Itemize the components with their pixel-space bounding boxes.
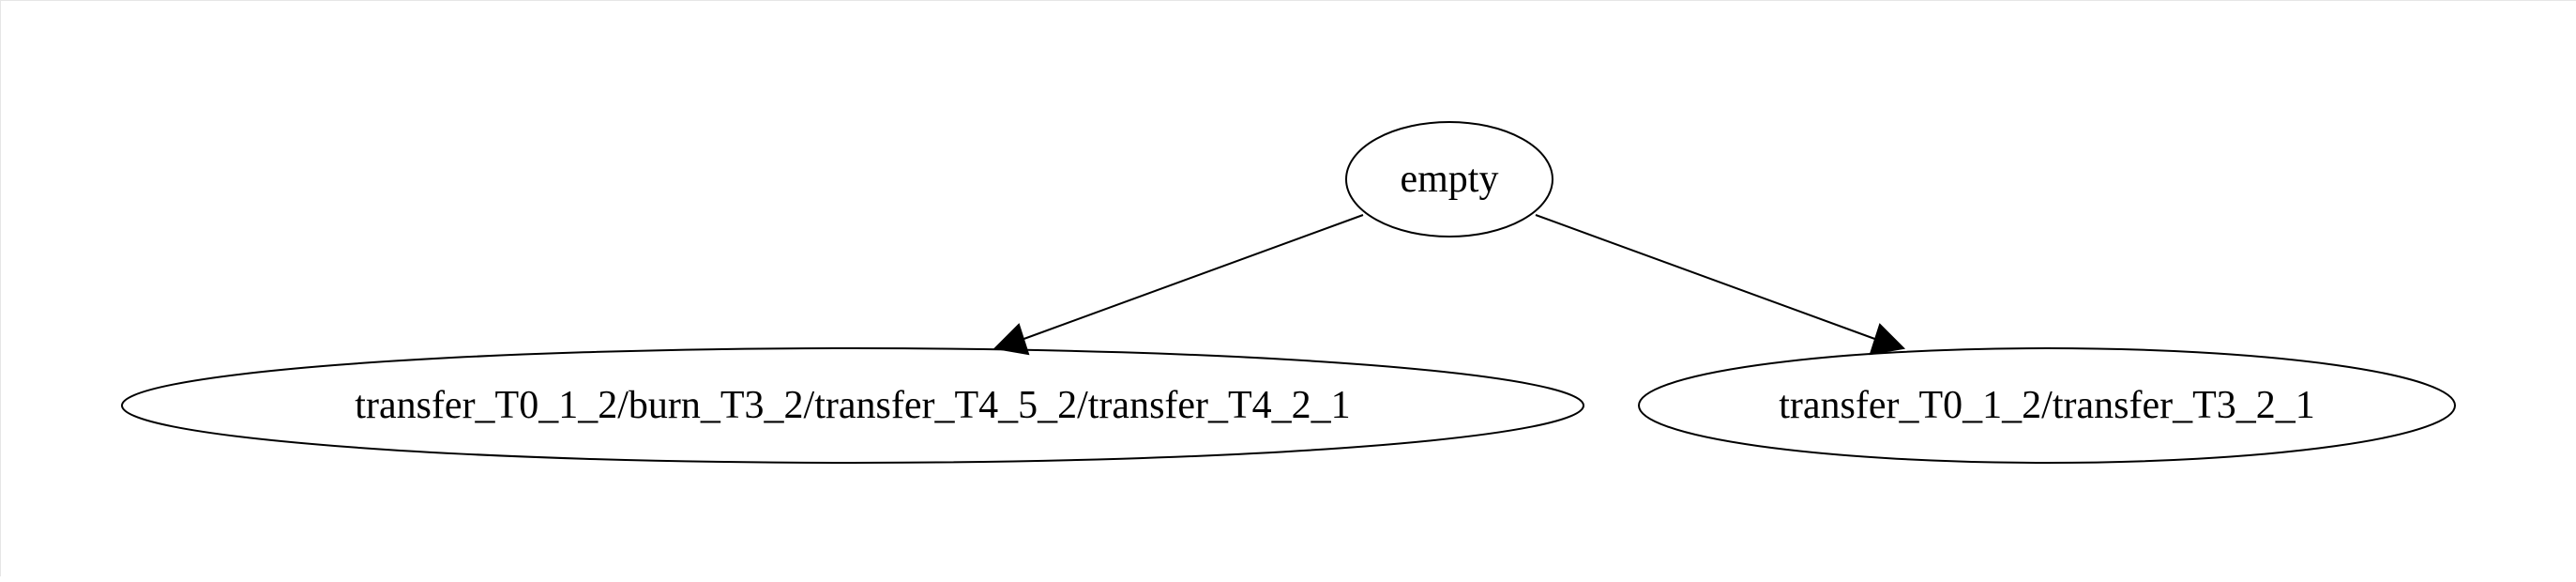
node-right-state[interactable]: transfer_T0_1_2/transfer_T3_2_1 <box>1638 347 2456 464</box>
node-shape <box>1345 121 1553 237</box>
edge-line <box>1535 214 1881 342</box>
node-empty[interactable]: empty <box>1345 121 1553 237</box>
edge-empty-to-right <box>1535 214 1906 356</box>
node-shape <box>1638 347 2456 464</box>
edge-line <box>1018 214 1364 342</box>
edge-arrowhead <box>993 323 1030 356</box>
edge-empty-to-left <box>993 214 1364 356</box>
node-label: transfer_T0_1_2/burn_T3_2/transfer_T4_5_… <box>355 384 1350 427</box>
edge-arrowhead <box>1869 323 1906 356</box>
node-left-state[interactable]: transfer_T0_1_2/burn_T3_2/transfer_T4_5_… <box>121 347 1584 464</box>
node-label: transfer_T0_1_2/transfer_T3_2_1 <box>1779 384 2315 427</box>
node-shape <box>121 347 1584 464</box>
node-label: empty <box>1401 158 1499 201</box>
